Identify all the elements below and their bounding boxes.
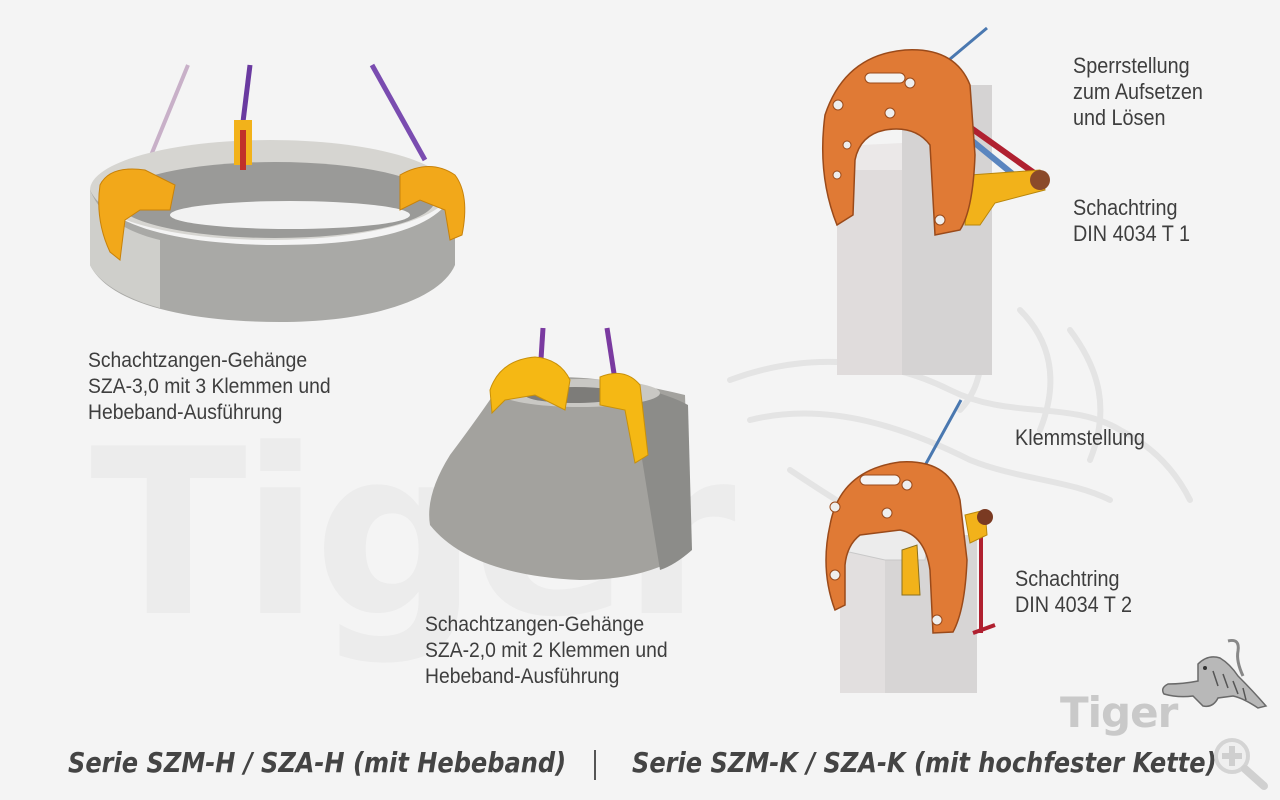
product-caption-sza-2: Schachtzangen-Gehänge SZA-2,0 mit 2 Klem… — [425, 612, 668, 690]
caption-line: Hebeband-Ausführung — [425, 665, 620, 688]
clamp-right — [399, 166, 466, 241]
label-line: DIN 4034 T 1 — [1073, 221, 1191, 246]
caption-line: Hebeband-Ausführung — [88, 401, 283, 424]
zoom-in-button[interactable] — [1212, 736, 1272, 792]
state-label-sperrstellung: Sperrstellung zum Aufsetzen und Lösen — [1073, 53, 1203, 131]
product-caption-sza-3: Schachtzangen-Gehänge SZA-3,0 mit 3 Klem… — [88, 348, 331, 426]
footer-series-bar: Serie SZM-H / SZA-H (mit Hebeband) Serie… — [0, 742, 1280, 790]
tiger-logo-text: Tiger — [1060, 688, 1178, 737]
tiger-logo-icon — [1161, 639, 1268, 709]
label-line: Schachtring — [1015, 566, 1120, 591]
state-label-klemmstellung: Klemmstellung — [1015, 425, 1145, 451]
diagram-klemmstellung — [805, 395, 1005, 695]
series-link-hebeband[interactable]: Serie SZM-H / SZA-H (mit Hebeband) — [68, 746, 567, 779]
caption-line: SZA-3,0 mit 3 Klemmen und — [88, 375, 331, 398]
footer-separator — [594, 750, 596, 780]
label-line: zum Aufsetzen — [1073, 79, 1203, 104]
zoom-in-icon — [1214, 738, 1268, 790]
product-image-sza-2 — [410, 325, 700, 595]
label-line: und Lösen — [1073, 105, 1166, 130]
series-link-kette[interactable]: Serie SZM-K / SZA-K (mit hochfester Kett… — [632, 746, 1217, 779]
ring-label-din-4034-t1: Schachtring DIN 4034 T 1 — [1073, 195, 1190, 247]
clamp-top — [234, 120, 252, 170]
clamp-left — [98, 168, 176, 261]
product-image-sza-3 — [70, 60, 480, 340]
caption-line: Schachtzangen-Gehänge — [88, 349, 308, 372]
caption-line: SZA-2,0 mit 2 Klemmen und — [425, 639, 668, 662]
caption-line: Schachtzangen-Gehänge — [425, 613, 645, 636]
ring-label-din-4034-t2: Schachtring DIN 4034 T 2 — [1015, 566, 1132, 618]
label-line: DIN 4034 T 2 — [1015, 592, 1133, 617]
diagram-sperrstellung — [805, 25, 1065, 375]
label-line: Klemmstellung — [1015, 425, 1145, 450]
label-line: Sperrstellung — [1073, 53, 1190, 78]
label-line: Schachtring — [1073, 195, 1178, 220]
